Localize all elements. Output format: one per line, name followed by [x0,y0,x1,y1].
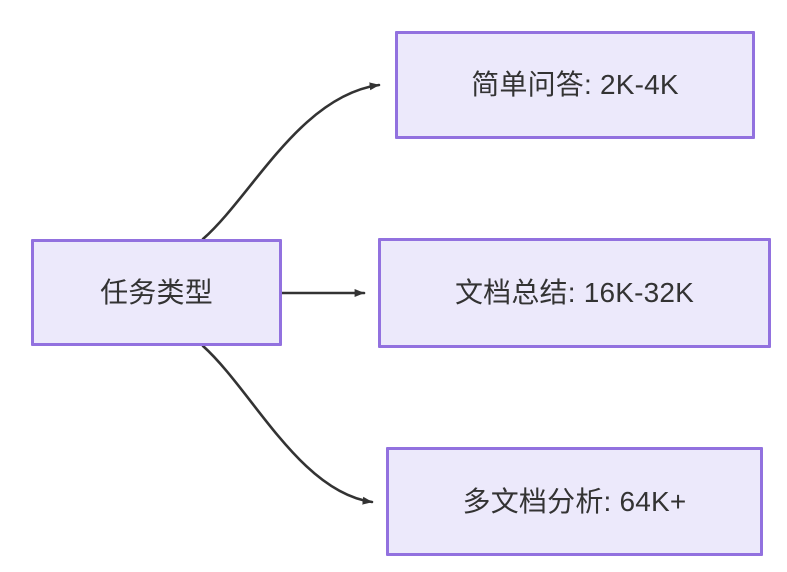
node-multi-doc-label: 多文档分析: 64K+ [462,485,687,517]
node-task-type[interactable]: 任务类型 [31,239,282,346]
node-simple-qa-label: 简单问答: 2K-4K [471,69,679,101]
node-multi-doc[interactable]: 多文档分析: 64K+ [386,447,763,556]
edge-root-to-multi-doc [201,344,374,505]
node-doc-summary[interactable]: 文档总结: 16K-32K [378,238,771,348]
node-simple-qa[interactable]: 简单问答: 2K-4K [395,31,755,139]
node-doc-summary-label: 文档总结: 16K-32K [454,277,695,309]
node-task-type-label: 任务类型 [100,276,213,308]
edge-root-to-simple-qa [201,82,381,241]
